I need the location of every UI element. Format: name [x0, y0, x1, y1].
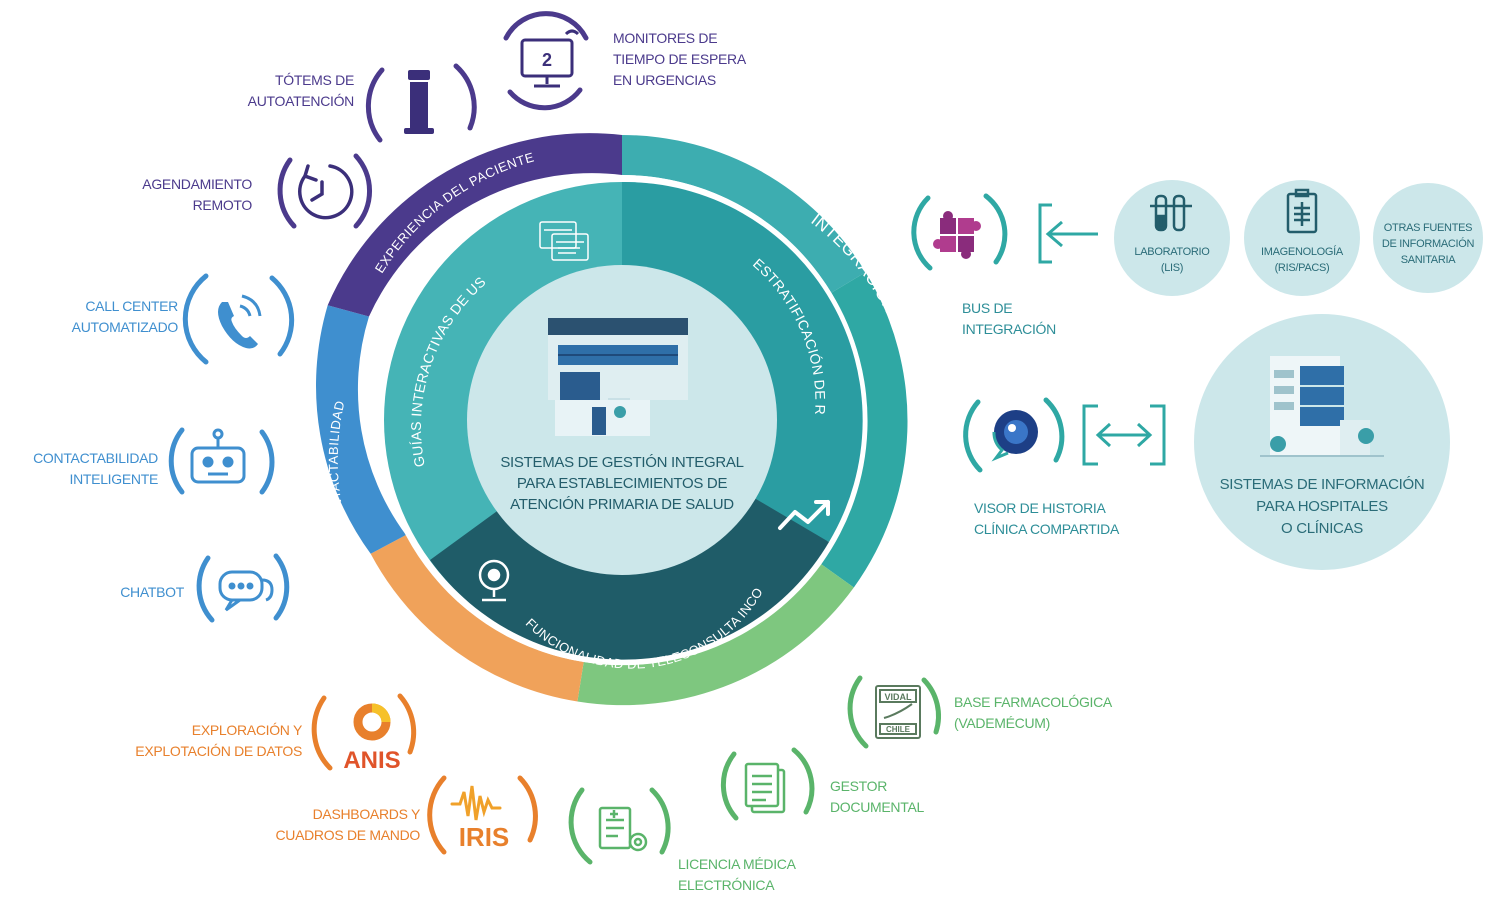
phone-icon [218, 302, 258, 349]
chile-logo-text: CHILE [886, 725, 911, 734]
hospital-building-icon [1260, 356, 1384, 457]
xray-clipboard-icon [1286, 188, 1318, 234]
label-exploracion: EXPLORACIÓN Y EXPLOTACIÓN DE DATOS [135, 722, 302, 759]
browser-windows-icon [539, 221, 589, 261]
label-gestor: GESTOR DOCUMENTAL [830, 778, 924, 815]
ring-integracion-segment [821, 272, 908, 588]
iris-logo-text: IRIS [459, 822, 510, 852]
arc-totems [365, 67, 385, 143]
label-bus: BUS DE INTEGRACIÓN [962, 300, 1056, 337]
clinic-building-icon [548, 318, 688, 436]
label-imagenologia: IMAGENOLOGÍA (RIS/PACS) [1261, 246, 1343, 274]
lab-tubes-icon [1150, 194, 1192, 232]
arc-agendamiento [277, 157, 297, 229]
label-dashboards: DASHBOARDS Y CUADROS DE MANDO [275, 806, 420, 843]
medical-license-icon [598, 806, 648, 852]
label-otras-fuentes: OTRAS FUENTES DE INFORMACIÓN SANITARIA [1381, 222, 1475, 266]
arc-call-center [182, 273, 209, 365]
monitor-icon [520, 29, 580, 88]
monitor-number: 2 [542, 50, 552, 70]
label-base-farmacologica: BASE FARMACOLÓGICA (VADEMÉCUM) [954, 694, 1112, 731]
arc-licencia [568, 787, 593, 865]
arc-contactabilidad [168, 427, 185, 495]
anis-logo-icon [353, 703, 391, 741]
webcam-icon [478, 559, 510, 602]
bus-connector [1038, 203, 1098, 264]
robot-icon [190, 428, 246, 484]
label-laboratorio: LABORATORIO (LIS) [1134, 246, 1210, 274]
kiosk-totem-icon [404, 70, 434, 134]
arc-visor [963, 399, 983, 473]
label-visor: VISOR DE HISTORIA CLÍNICA COMPARTIDA [974, 500, 1119, 537]
eye-viewer-icon [991, 410, 1038, 462]
ring-inteligencia-segment [370, 534, 584, 702]
visor-connector [1082, 404, 1166, 466]
label-contactabilidad-inteligente: CONTACTABILIDAD INTELIGENTE [33, 450, 158, 487]
arc-base [847, 675, 869, 749]
signal-waves-icon [239, 294, 262, 317]
anis-logo-text: ANIS [343, 747, 400, 774]
document-manager-icon [744, 762, 786, 814]
vidal-book-icon [875, 685, 921, 739]
chat-bubbles-icon [218, 570, 274, 612]
iris-waveform-icon [450, 785, 502, 821]
label-call-center: CALL CENTER AUTOMATIZADO [71, 298, 179, 335]
label-chatbot: CHATBOT [120, 584, 184, 600]
trend-arrow-icon [778, 500, 830, 530]
label-totems: TÓTEMS DE AUTOATENCIÓN [247, 72, 355, 109]
clock-reload-icon [298, 164, 354, 220]
label-licencia: LICENCIA MÉDICA ELECTRÓNICA [678, 856, 796, 893]
arc-exploracion [311, 695, 333, 771]
label-hospitales: SISTEMAS DE INFORMACIÓN PARA HOSPITALES … [1219, 476, 1425, 537]
vidal-logo-text: VIDAL [885, 692, 913, 702]
ring-contactabilidad-segment [316, 305, 406, 554]
arc-bus [911, 195, 933, 271]
arc-dashboards [427, 775, 447, 855]
label-agendamiento: AGENDAMIENTO REMOTO [142, 176, 252, 213]
puzzle-icon [933, 211, 981, 259]
source-otras-circle [1373, 183, 1483, 293]
source-laboratorio-circle [1114, 180, 1230, 296]
arc-gestor [720, 751, 739, 821]
ring-experiencia-paciente-segment [327, 133, 622, 317]
source-imagenologia-circle [1244, 180, 1360, 296]
ring-experiencia-segment [622, 135, 866, 293]
label-monitores: MONITORES DE TIEMPO DE ESPERA EN URGENCI… [613, 30, 746, 88]
arc-chatbot [196, 555, 215, 623]
arc-monitores [503, 11, 589, 41]
ring-apoyo-segment [577, 564, 854, 706]
center-title: SISTEMAS DE GESTIÓN INTEGRAL PARA ESTABL… [500, 454, 744, 513]
